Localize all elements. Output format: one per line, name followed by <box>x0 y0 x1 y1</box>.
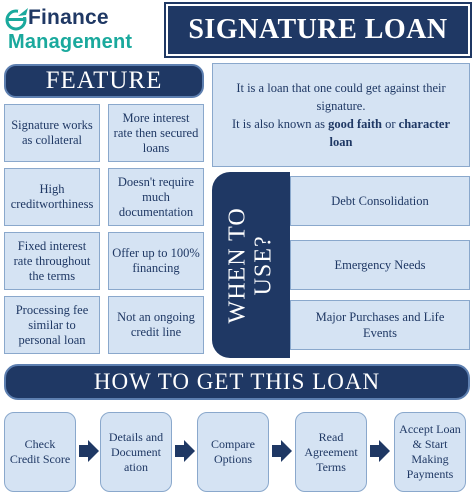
definition-line-1: It is a loan that one could get against … <box>236 80 446 113</box>
feature-item: Signature works as collateral <box>4 104 100 162</box>
logo-e-icon <box>5 8 28 31</box>
step-box: Read Agreement Terms <box>295 412 367 492</box>
logo: Finance Management <box>2 2 162 56</box>
how-to-get-header: HOW TO GET THIS LOAN <box>4 364 470 400</box>
use-item: Debt Consolidation <box>290 176 470 226</box>
definition-bold-1: good faith <box>328 117 382 131</box>
arrow-right-icon <box>79 440 99 462</box>
arrow-right-icon <box>370 440 390 462</box>
feature-item: More interest rate then secured loans <box>108 104 204 162</box>
feature-item: Fixed interest rate throughout the terms <box>4 232 100 290</box>
step-box: Details and Document ation <box>100 412 172 492</box>
logo-line-1: Finance <box>28 6 109 29</box>
page-title: SIGNATURE LOAN <box>164 2 472 58</box>
use-item: Emergency Needs <box>290 240 470 290</box>
step-box: Accept Loan & Start Making Payments <box>394 412 466 492</box>
feature-header: FEATURE <box>4 64 204 98</box>
definition-line-2: It is also known as good faith or charac… <box>231 117 451 150</box>
arrow-right-icon <box>272 440 292 462</box>
when-to-use-header: WHEN TO USE? <box>212 172 290 358</box>
when-to-use-label: WHEN TO USE? <box>224 206 278 324</box>
feature-item: Processing fee similar to personal loan <box>4 296 100 354</box>
feature-item: High creditworthiness <box>4 168 100 226</box>
feature-item: Not an ongoing credit line <box>108 296 204 354</box>
feature-item: Doesn't require much documentation <box>108 168 204 226</box>
use-item: Major Purchases and Life Events <box>290 300 470 350</box>
step-box: Compare Options <box>197 412 269 492</box>
step-box: Check Credit Score <box>4 412 76 492</box>
definition-box: It is a loan that one could get against … <box>212 63 470 167</box>
definition-bold-2: character loan <box>329 117 451 150</box>
arrow-right-icon <box>175 440 195 462</box>
feature-item: Offer up to 100% financing <box>108 232 204 290</box>
logo-line-2: Management <box>8 31 133 53</box>
